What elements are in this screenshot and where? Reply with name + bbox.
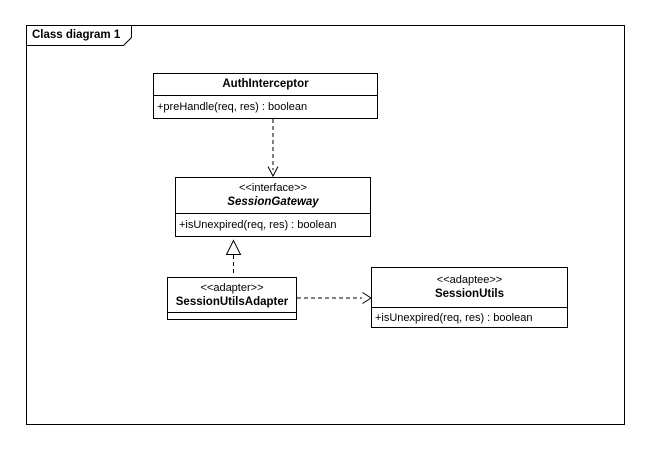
realization-sessionutilsadapter-sessiongateway[interactable] <box>225 239 242 277</box>
class-sessionutilsadapter[interactable]: <<adapter>> SessionUtilsAdapter <box>167 277 297 320</box>
class-sessiongateway-header: <<interface>> SessionGateway <box>176 178 370 214</box>
class-sessionutils-header: <<adaptee>> SessionUtils <box>372 268 567 308</box>
dependency-authinterceptor-sessiongateway[interactable] <box>267 119 279 178</box>
class-sessionutils-operation: +isUnexpired(req, res) : boolean <box>375 311 533 324</box>
class-sessiongateway[interactable]: <<interface>> SessionGateway +isUnexpire… <box>175 177 371 237</box>
class-sessiongateway-operation: +isUnexpired(req, res) : boolean <box>179 219 337 231</box>
class-sessiongateway-name: SessionGateway <box>227 196 319 208</box>
class-sessiongateway-stereotype: <<interface>> <box>239 182 307 194</box>
class-authinterceptor-operation: +preHandle(req, res) : boolean <box>157 101 308 113</box>
class-sessionutilsadapter-empty-compartment <box>168 313 296 319</box>
class-authinterceptor-header: AuthInterceptor <box>154 74 377 96</box>
class-authinterceptor-name: AuthInterceptor <box>222 78 309 90</box>
open-arrowhead-icon <box>362 292 372 304</box>
class-sessionutilsadapter-name: SessionUtilsAdapter <box>175 295 289 308</box>
frame-tab-shape <box>26 25 132 46</box>
class-sessionutils-name: SessionUtils <box>434 288 505 300</box>
hollow-triangle-icon <box>225 239 242 255</box>
open-arrowhead-icon <box>267 166 279 178</box>
class-sessionutils-stereotype: <<adaptee>> <box>436 274 503 286</box>
class-sessionutils[interactable]: <<adaptee>> SessionUtils +isUnexpired(re… <box>371 267 568 328</box>
class-sessionutilsadapter-header: <<adapter>> SessionUtilsAdapter <box>168 278 296 313</box>
dependency-sessionutilsadapter-sessionutils[interactable] <box>297 292 372 304</box>
class-sessionutilsadapter-stereotype: <<adapter>> <box>200 281 264 294</box>
frame-title: Class diagram 1 <box>32 29 121 41</box>
class-authinterceptor[interactable]: AuthInterceptor +preHandle(req, res) : b… <box>153 73 378 119</box>
